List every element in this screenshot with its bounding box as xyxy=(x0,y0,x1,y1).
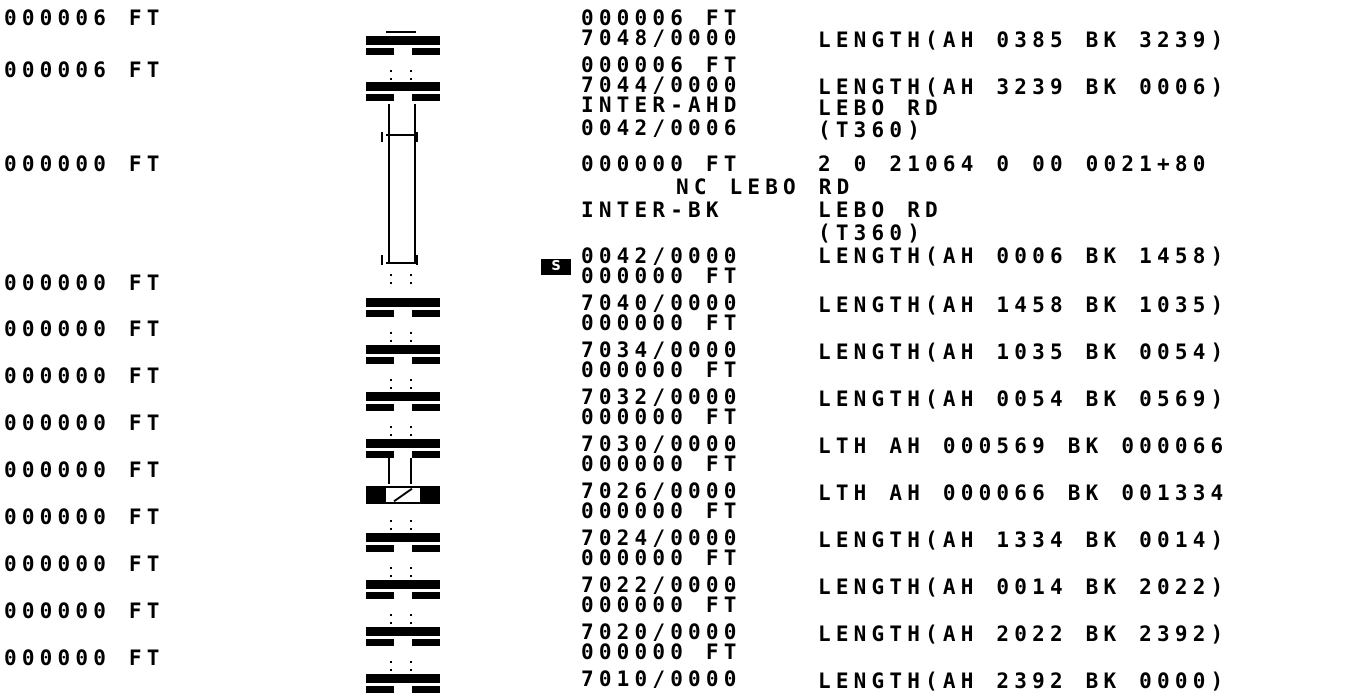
left-distance-label: 000000 FT xyxy=(4,317,165,341)
length-line: LENGTH(AH 0385 BK 3239) xyxy=(818,28,1229,52)
rail-bottom-icon xyxy=(386,262,416,264)
mid-line: 7034/0000 xyxy=(581,338,742,362)
mid-line: 000000 FT xyxy=(581,499,742,523)
dotted-connector-icon xyxy=(384,614,424,626)
station-line: 2 0 21064 0 00 0021+80 xyxy=(818,152,1211,176)
road-segment-icon xyxy=(366,345,440,364)
rail-top-icon xyxy=(386,134,416,136)
length-line: LENGTH(AH 2392 BK 0000) xyxy=(818,669,1229,693)
road-segment-icon xyxy=(366,674,440,693)
mid-line: 000000 FT xyxy=(581,405,742,429)
dotted-connector-icon xyxy=(384,70,424,82)
mid-line: 7026/0000 xyxy=(581,479,742,503)
rail-tick-icon xyxy=(381,255,383,265)
mid-line: 7030/0000 xyxy=(581,432,742,456)
mid-line: 7010/0000 xyxy=(581,667,742,691)
dotted-connector-icon xyxy=(384,332,424,344)
road-name: NC LEBO RD xyxy=(676,175,855,199)
mid-line: INTER-BK xyxy=(581,198,724,222)
route-code: (T360) xyxy=(818,221,926,245)
dotted-connector-icon xyxy=(384,426,424,438)
length-line: LENGTH(AH 3239 BK 0006) xyxy=(818,75,1229,99)
intersection-rail-icon xyxy=(388,104,416,264)
dotted-connector-icon xyxy=(384,661,424,673)
bridge-segment-icon xyxy=(366,486,440,504)
mid-line: 7040/0000 xyxy=(581,291,742,315)
connector-line-icon xyxy=(410,458,412,484)
length-line: LENGTH(AH 1334 BK 0014) xyxy=(818,528,1229,552)
dotted-connector-icon xyxy=(384,274,424,286)
connector-line-icon xyxy=(388,458,390,484)
mid-line: 000000 FT xyxy=(581,358,742,382)
mid-line: 7022/0000 xyxy=(581,573,742,597)
length-line: LENGTH(AH 1035 BK 0054) xyxy=(818,340,1229,364)
length-line: LENGTH(AH 0054 BK 0569) xyxy=(818,387,1229,411)
left-distance-label: 000000 FT xyxy=(4,364,165,388)
road-segment-icon xyxy=(366,439,440,458)
mid-line: 0042/0000 xyxy=(581,244,742,268)
s-badge-icon: S xyxy=(541,259,571,275)
mid-line: 7024/0000 xyxy=(581,526,742,550)
dotted-connector-icon xyxy=(384,520,424,532)
road-segment-icon xyxy=(366,627,440,646)
dotted-connector-icon xyxy=(384,379,424,391)
road-segment-icon xyxy=(366,298,440,317)
mid-line: 000006 FT xyxy=(581,53,742,77)
road-segment-icon xyxy=(366,580,440,599)
mid-line: 7032/0000 xyxy=(581,385,742,409)
left-distance-label: 000000 FT xyxy=(4,411,165,435)
road-segment-icon xyxy=(366,82,440,101)
mid-line: 000000 FT xyxy=(581,546,742,570)
mid-line: 000000 FT xyxy=(581,264,742,288)
mid-line: 0042/0006 xyxy=(581,116,742,140)
mid-line: 7044/0000 xyxy=(581,73,742,97)
mid-line: 000000 FT xyxy=(581,640,742,664)
left-distance-label: 000000 FT xyxy=(4,152,165,176)
dotted-connector-icon xyxy=(384,567,424,579)
mid-line: 000000 FT xyxy=(581,452,742,476)
rail-tick-icon xyxy=(381,132,383,142)
left-distance-label: 000000 FT xyxy=(4,458,165,482)
left-distance-label: 000000 FT xyxy=(4,552,165,576)
left-distance-label: 000000 FT xyxy=(4,505,165,529)
left-distance-label: 000000 FT xyxy=(4,271,165,295)
road-name: LEBO RD xyxy=(818,96,943,120)
road-segment-icon xyxy=(366,533,440,552)
left-distance-label: 000000 FT xyxy=(4,646,165,670)
length-line: LENGTH(AH 2022 BK 2392) xyxy=(818,622,1229,646)
length-line: LTH AH 000569 BK 000066 xyxy=(818,434,1229,458)
road-segment-icon xyxy=(366,392,440,411)
segment-cap-icon xyxy=(386,31,416,33)
left-distance-label: 000006 FT xyxy=(4,58,165,82)
mid-line: 7048/0000 xyxy=(581,26,742,50)
length-line: LENGTH(AH 1458 BK 1035) xyxy=(818,293,1229,317)
route-code: (T360) xyxy=(818,118,926,142)
left-distance-label: 000000 FT xyxy=(4,599,165,623)
road-segment-icon xyxy=(366,36,440,55)
road-name: LEBO RD xyxy=(818,198,943,222)
rail-tick-icon xyxy=(416,255,418,265)
rail-tick-icon xyxy=(416,132,418,142)
left-distance-label: 000006 FT xyxy=(4,6,165,30)
length-line: LENGTH(AH 0006 BK 1458) xyxy=(818,244,1229,268)
mid-line: 000000 FT xyxy=(581,311,742,335)
mid-line: 7020/0000 xyxy=(581,620,742,644)
mid-line: 000000 FT xyxy=(581,152,742,176)
length-line: LENGTH(AH 0014 BK 2022) xyxy=(818,575,1229,599)
length-line: LTH AH 000066 BK 001334 xyxy=(818,481,1229,505)
mid-line: INTER-AHD xyxy=(581,93,742,117)
mid-line: 000006 FT xyxy=(581,6,742,30)
mid-line: 000000 FT xyxy=(581,593,742,617)
